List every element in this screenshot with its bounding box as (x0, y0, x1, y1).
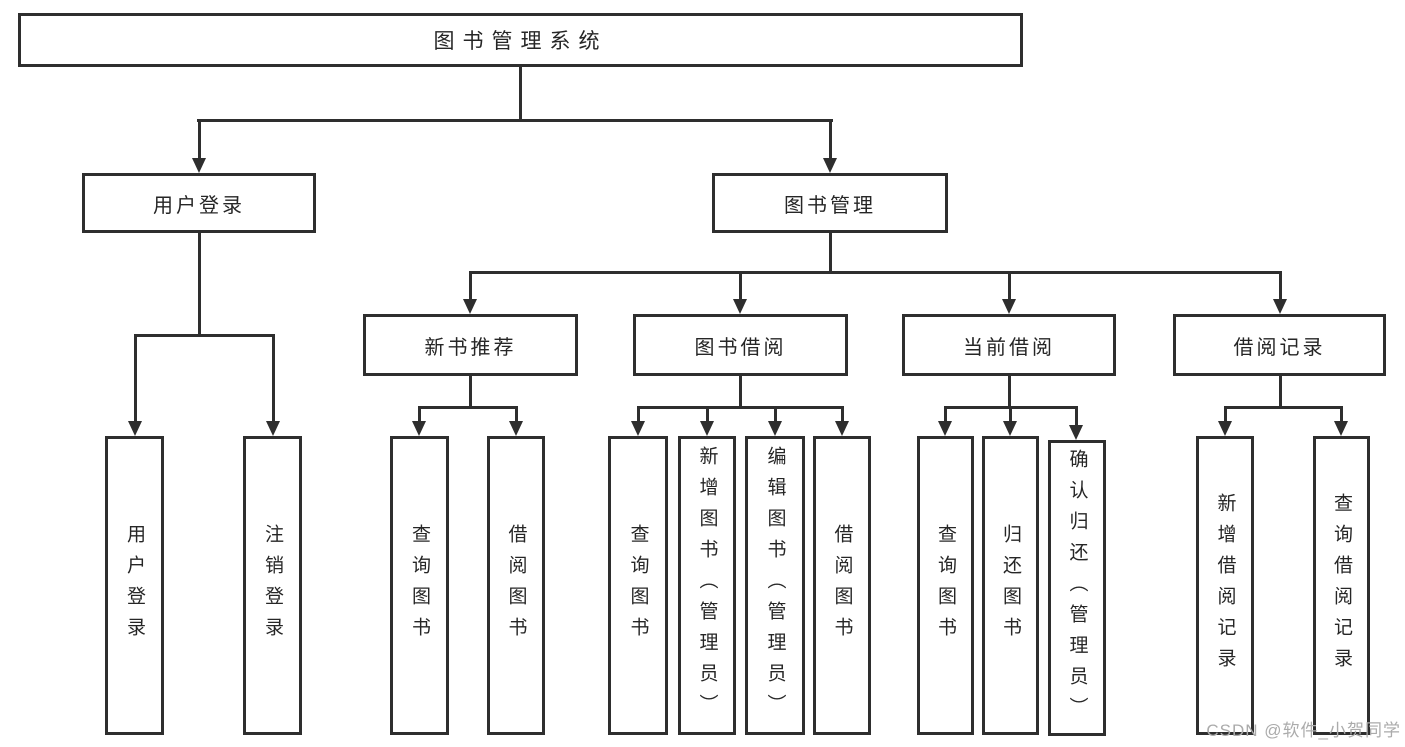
connector-user-login-stem (198, 233, 201, 337)
arrowhead-leaf-borrow-books-1 (509, 421, 523, 436)
node-new-book-recommend: 新书推荐 (363, 314, 578, 376)
connector-borrow-records-arm-2 (1340, 406, 1343, 423)
arrowhead-user-login (192, 158, 206, 173)
connector-user-login-arm-2 (272, 334, 275, 422)
connector-book-borrow-arm-4 (841, 406, 844, 423)
connector-book-borrow-arm-3 (774, 406, 777, 423)
connector-current-borrow-arm-2 (1009, 406, 1012, 423)
arrowhead-book-borrow (733, 299, 747, 314)
node-leaf-query-books-1: 查询图书 (390, 436, 449, 735)
connector-current-borrow-arm-1 (944, 406, 947, 423)
connector-current-borrow-arm-3 (1075, 406, 1078, 427)
connector-root-arm-left (198, 119, 201, 160)
connector-new-book-stem (469, 376, 472, 409)
connector-book-borrow-bar (637, 406, 844, 409)
arrowhead-leaf-borrow-books-2 (835, 421, 849, 436)
node-leaf-borrow-books-2: 借阅图书 (813, 436, 871, 735)
node-leaf-query-books-3: 查询图书 (917, 436, 974, 735)
connector-root-arm-right (829, 119, 832, 160)
connector-book-mgmt-arm-4 (1279, 271, 1282, 301)
node-leaf-add-book-admin: 新增图书（管理员） (678, 436, 736, 735)
arrowhead-leaf-confirm-return (1069, 425, 1083, 440)
node-leaf-confirm-return-admin: 确认归还（管理员） (1048, 440, 1106, 736)
arrowhead-new-book-recommend (463, 299, 477, 314)
arrowhead-leaf-edit-book (768, 421, 782, 436)
arrowhead-leaf-logout (266, 421, 280, 436)
arrowhead-book-management (823, 158, 837, 173)
connector-book-mgmt-arm-3 (1008, 271, 1011, 301)
connector-user-login-arm-1 (134, 334, 137, 422)
node-leaf-user-login: 用户登录 (105, 436, 164, 735)
node-user-login: 用户登录 (82, 173, 316, 233)
connector-book-borrow-arm-1 (637, 406, 640, 423)
connector-borrow-records-bar (1224, 406, 1343, 409)
node-leaf-query-borrow-record: 查询借阅记录 (1313, 436, 1370, 735)
connector-new-book-arm-2 (515, 406, 518, 423)
connector-book-borrow-arm-2 (706, 406, 709, 423)
arrowhead-leaf-add-book (700, 421, 714, 436)
arrowhead-leaf-user-login (128, 421, 142, 436)
arrowhead-leaf-query-books-3 (938, 421, 952, 436)
connector-root-bar (197, 119, 833, 122)
arrowhead-leaf-query-borrow-record (1334, 421, 1348, 436)
connector-new-book-arm-1 (418, 406, 421, 423)
connector-book-mgmt-stem (829, 233, 832, 274)
arrowhead-borrow-records (1273, 299, 1287, 314)
connector-borrow-records-stem (1279, 376, 1282, 409)
connector-user-login-bar (134, 334, 275, 337)
node-leaf-borrow-books-1: 借阅图书 (487, 436, 545, 735)
arrowhead-current-borrow (1002, 299, 1016, 314)
node-borrow-records: 借阅记录 (1173, 314, 1386, 376)
connector-new-book-bar (418, 406, 518, 409)
connector-borrow-records-arm-1 (1224, 406, 1227, 423)
node-leaf-logout: 注销登录 (243, 436, 302, 735)
node-leaf-return-book: 归还图书 (982, 436, 1039, 735)
node-book-management: 图书管理 (712, 173, 948, 233)
connector-book-borrow-stem (739, 376, 742, 409)
node-root: 图书管理系统 (18, 13, 1023, 67)
arrowhead-leaf-add-borrow-record (1218, 421, 1232, 436)
arrowhead-leaf-query-books-1 (412, 421, 426, 436)
connector-book-mgmt-bar (469, 271, 1281, 274)
connector-current-borrow-stem (1008, 376, 1011, 409)
node-leaf-add-borrow-record: 新增借阅记录 (1196, 436, 1254, 735)
node-book-borrow: 图书借阅 (633, 314, 848, 376)
connector-root-stem (519, 65, 522, 122)
csdn-watermark: CSDN @软件_小贺同学 (1206, 721, 1401, 740)
node-current-borrow: 当前借阅 (902, 314, 1116, 376)
connector-book-mgmt-arm-2 (739, 271, 742, 301)
connector-book-mgmt-arm-1 (469, 271, 472, 301)
arrowhead-leaf-query-books-2 (631, 421, 645, 436)
arrowhead-leaf-return-book (1003, 421, 1017, 436)
node-leaf-query-books-2: 查询图书 (608, 436, 668, 735)
node-leaf-edit-book-admin: 编辑图书（管理员） (745, 436, 805, 735)
